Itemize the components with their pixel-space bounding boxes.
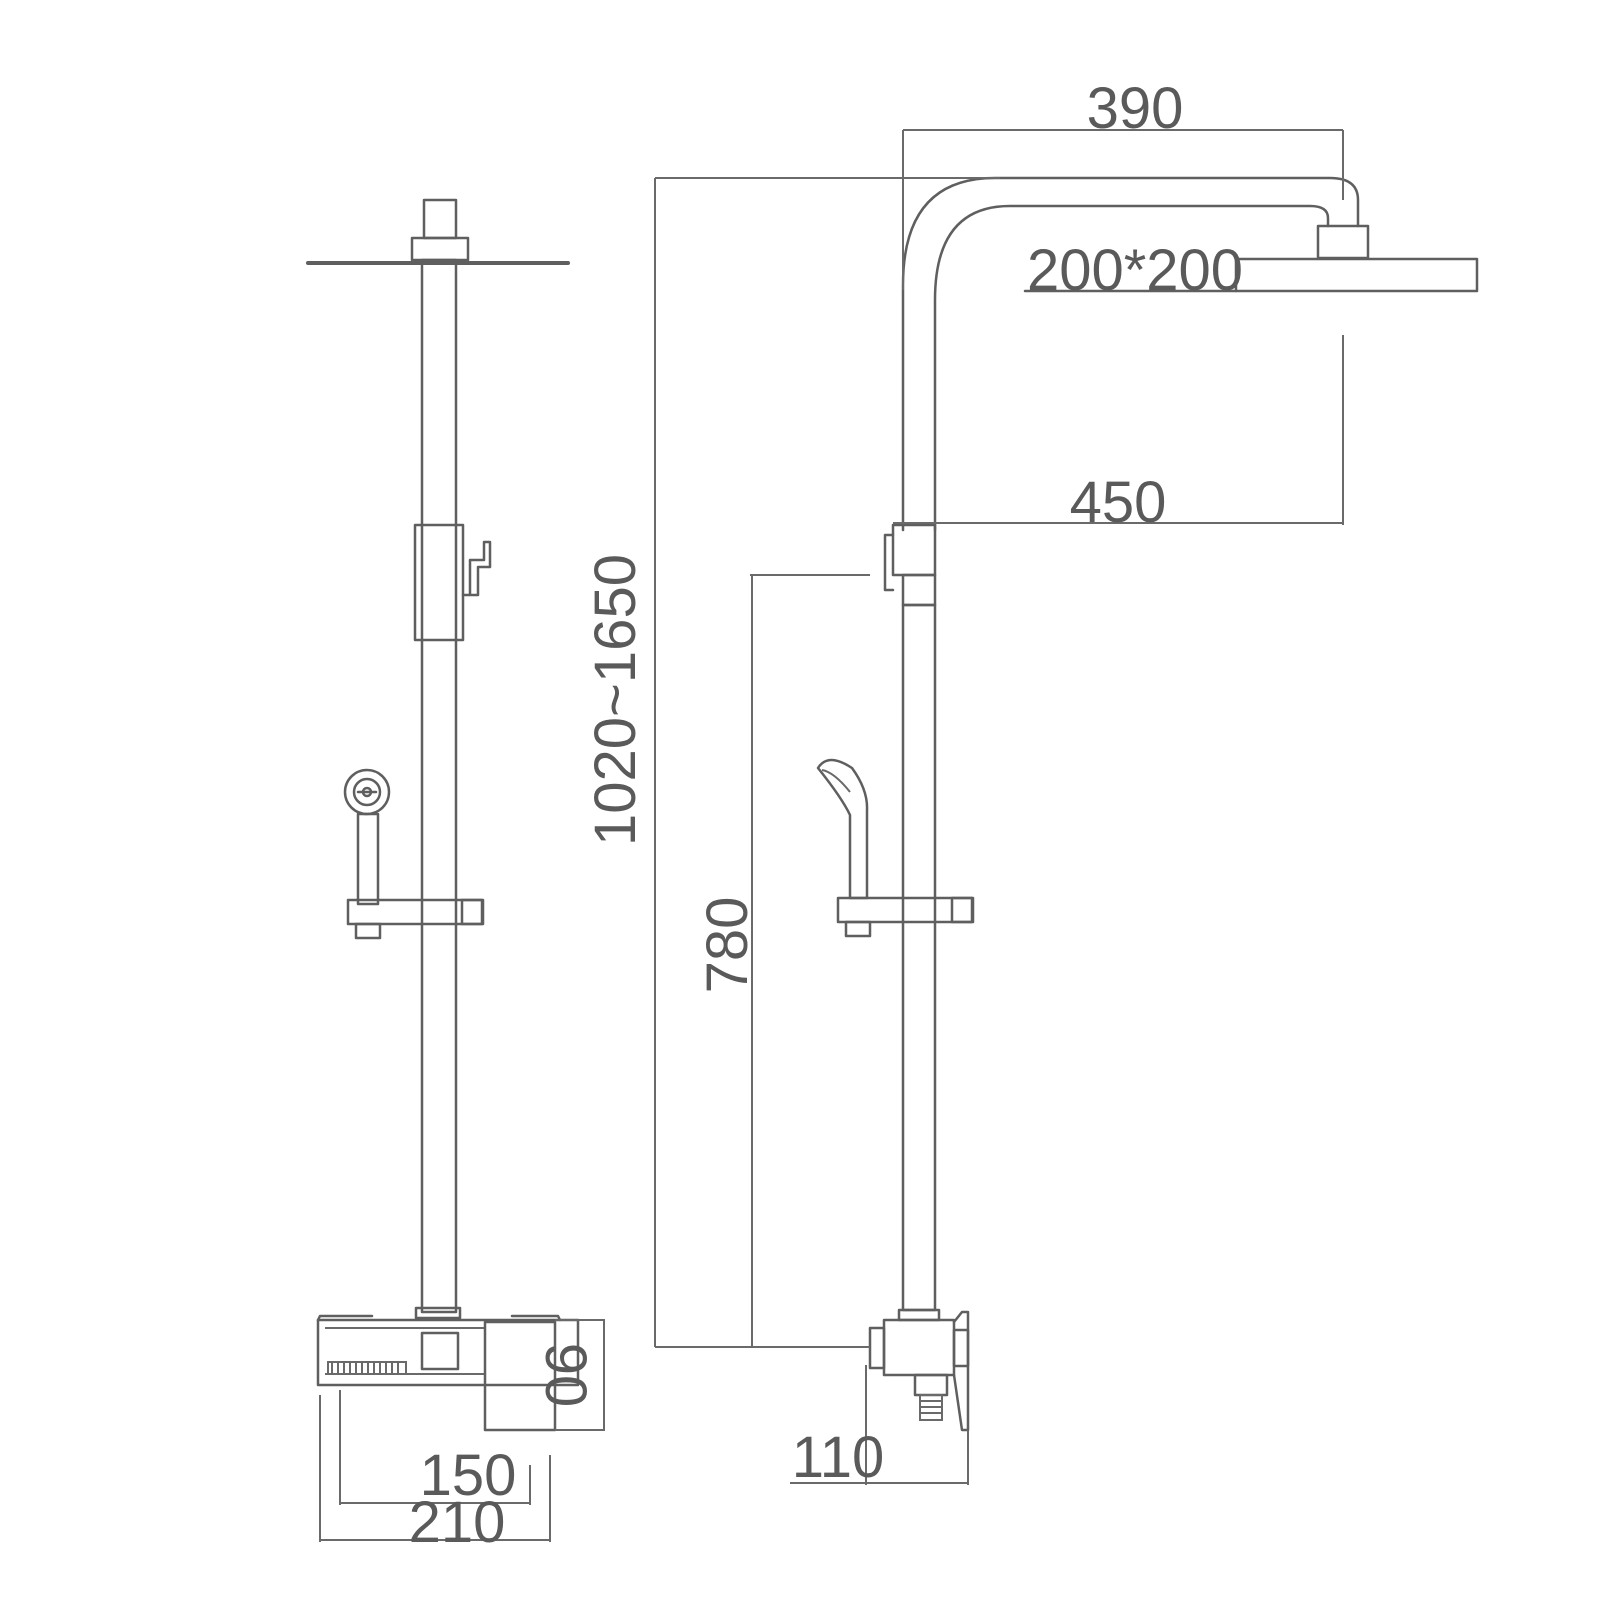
dim-110-label: 110 bbox=[792, 1425, 884, 1490]
side-diverter-outlet bbox=[883, 533, 895, 592]
front-riser-pipe bbox=[420, 258, 458, 1314]
dim-150-label: 150 bbox=[420, 1443, 517, 1508]
side-diverter-sleeve bbox=[901, 573, 937, 607]
side-outlet-thread bbox=[919, 1394, 943, 1421]
dim-head-size-label: 200*200 bbox=[1027, 238, 1243, 303]
side-bracket-clamp bbox=[950, 896, 974, 924]
side-head-connector bbox=[1316, 224, 1370, 260]
front-bracket-clamp bbox=[460, 898, 484, 926]
dim-390-label: 390 bbox=[1087, 76, 1184, 141]
side-mixer-body bbox=[882, 1318, 956, 1377]
dim-450-label: 450 bbox=[1070, 470, 1167, 535]
side-shower-arm-outer bbox=[901, 176, 1360, 532]
side-handshower-face bbox=[821, 769, 851, 793]
side-outlet-nut bbox=[913, 1373, 949, 1397]
side-diverter-body bbox=[891, 523, 937, 577]
front-diverter-body bbox=[413, 523, 465, 642]
front-mixer-end-left bbox=[316, 1314, 374, 1322]
side-mixer-handle bbox=[952, 1310, 970, 1432]
dim-90-label: 90 bbox=[533, 1343, 598, 1408]
front-bracket-knob bbox=[354, 922, 382, 940]
side-view: 390 200*200 450 1020~1650 780 110 bbox=[583, 76, 1479, 1490]
front-bottom-collar bbox=[414, 1306, 462, 1320]
side-shower-arm-inner bbox=[933, 204, 1330, 532]
front-mixer-end-right bbox=[510, 1314, 562, 1322]
dim-1020-label: 1020~1650 bbox=[583, 554, 648, 846]
front-handshower-ring bbox=[352, 777, 382, 807]
dim-210-label: 210 bbox=[409, 1490, 506, 1555]
front-view: 90 150 210 bbox=[306, 198, 605, 1555]
front-top-nut bbox=[422, 198, 458, 240]
dim-780-label: 780 bbox=[695, 897, 760, 994]
front-top-flange bbox=[410, 236, 470, 262]
front-diverter-lever bbox=[461, 540, 492, 597]
side-handshower bbox=[816, 758, 869, 900]
side-mixer-wall-nut bbox=[868, 1326, 886, 1370]
front-mixer-body bbox=[316, 1318, 580, 1387]
side-shower-head bbox=[1234, 257, 1479, 293]
front-mixer-knob bbox=[483, 1320, 557, 1432]
front-handshower-handle bbox=[356, 812, 380, 906]
side-bottom-collar bbox=[897, 1308, 941, 1322]
side-riser-pipe bbox=[901, 603, 937, 1312]
front-mixer-grip-lines bbox=[331, 1362, 399, 1374]
side-mixer-cap bbox=[952, 1328, 970, 1368]
front-mixer-button bbox=[420, 1331, 460, 1371]
side-bracket-knob bbox=[844, 920, 872, 938]
